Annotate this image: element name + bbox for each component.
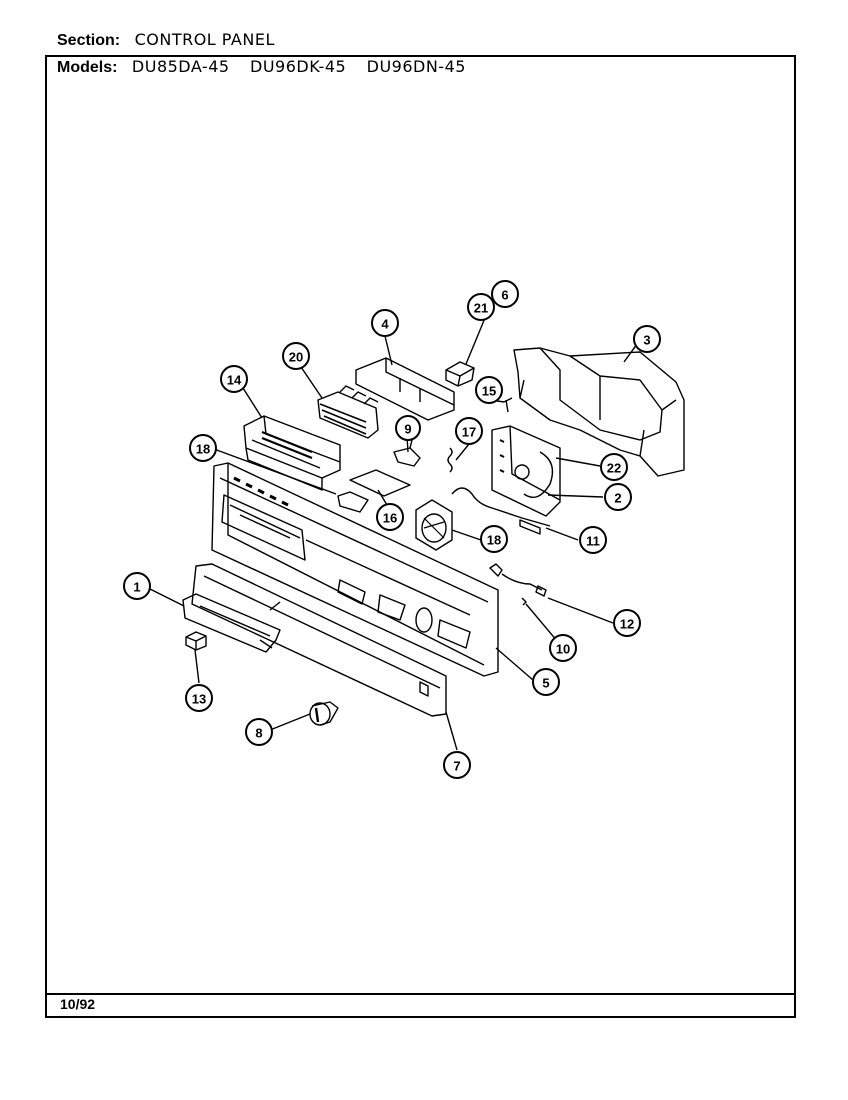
circuit-board-part bbox=[337, 469, 411, 513]
callout-circle bbox=[467, 293, 495, 321]
callout-label: 5 bbox=[542, 676, 549, 691]
screw-part bbox=[503, 397, 513, 413]
model-number: DU96DK-45 bbox=[250, 57, 347, 76]
drawing-frame bbox=[45, 55, 796, 1018]
callout-circle bbox=[491, 280, 519, 308]
callout-circle bbox=[282, 342, 310, 370]
callout-label: 16 bbox=[383, 511, 397, 526]
callout-label: 10 bbox=[556, 642, 570, 657]
models-heading: Models: DU85DA-45 DU96DK-45 DU96DN-45 bbox=[57, 57, 482, 77]
wire-connector-part bbox=[489, 563, 547, 597]
callout-label: 20 bbox=[289, 350, 303, 365]
callout-circle bbox=[185, 684, 213, 712]
callout-circle bbox=[604, 483, 632, 511]
switch-housing-part bbox=[243, 415, 341, 491]
callout-label: 13 bbox=[192, 692, 206, 707]
callout-circle bbox=[371, 309, 399, 337]
callout-circle bbox=[600, 453, 628, 481]
motor-part bbox=[415, 499, 453, 551]
callout-label: 12 bbox=[620, 617, 634, 632]
callout-circle bbox=[480, 525, 508, 553]
callout-label: 3 bbox=[643, 333, 650, 348]
button-part bbox=[185, 631, 207, 651]
callout-circle bbox=[613, 609, 641, 637]
callout-circle bbox=[455, 417, 483, 445]
timer-assembly-part bbox=[491, 425, 561, 517]
callout-circle bbox=[245, 718, 273, 746]
section-value: CONTROL PANEL bbox=[134, 30, 275, 49]
callout-circle bbox=[549, 634, 577, 662]
spring-part bbox=[447, 447, 453, 473]
callout-circle bbox=[123, 572, 151, 600]
callout-label: 11 bbox=[586, 534, 600, 549]
section-heading: Section: CONTROL PANEL bbox=[57, 30, 275, 50]
callout-label: 18 bbox=[196, 442, 210, 457]
callout-circle bbox=[189, 434, 217, 462]
callout-label: 1 bbox=[133, 580, 140, 595]
callout-label: 21 bbox=[474, 301, 488, 316]
wire-harness-part bbox=[451, 487, 551, 535]
callout-circle bbox=[579, 526, 607, 554]
callout-label: 7 bbox=[453, 759, 460, 774]
callout-circle bbox=[532, 668, 560, 696]
footer-divider bbox=[45, 993, 796, 995]
callout-circle bbox=[443, 751, 471, 779]
callout-label: 6 bbox=[501, 288, 508, 303]
model-number: DU96DN-45 bbox=[366, 57, 466, 76]
callout-circle bbox=[475, 376, 503, 404]
display-window-part bbox=[182, 593, 281, 653]
callout-label: 22 bbox=[607, 461, 621, 476]
callout-circle bbox=[220, 365, 248, 393]
callout-circle bbox=[376, 503, 404, 531]
callout-label: 4 bbox=[381, 317, 389, 332]
callout-circle bbox=[395, 415, 421, 441]
callout-label: 8 bbox=[255, 726, 262, 741]
callout-label: 18 bbox=[487, 533, 501, 548]
model-number: DU85DA-45 bbox=[131, 57, 230, 76]
console-panel-part bbox=[211, 462, 499, 677]
section-label: Section: bbox=[57, 32, 121, 49]
callout-label: 2 bbox=[614, 491, 621, 506]
knob-part bbox=[309, 701, 339, 726]
callout-label: 14 bbox=[227, 373, 242, 388]
cover-sheet-part bbox=[355, 357, 455, 421]
callout-circle bbox=[633, 325, 661, 353]
models-label: Models: bbox=[57, 59, 118, 76]
small-screw-part bbox=[521, 597, 527, 606]
footer-date: 10/92 bbox=[60, 996, 96, 1012]
switch-assembly-part bbox=[317, 385, 379, 439]
relay-part bbox=[445, 361, 475, 387]
callout-label: 17 bbox=[462, 425, 476, 440]
callout-label: 15 bbox=[482, 384, 496, 399]
rear-housing-part bbox=[513, 347, 685, 477]
callout-label: 9 bbox=[404, 422, 411, 437]
